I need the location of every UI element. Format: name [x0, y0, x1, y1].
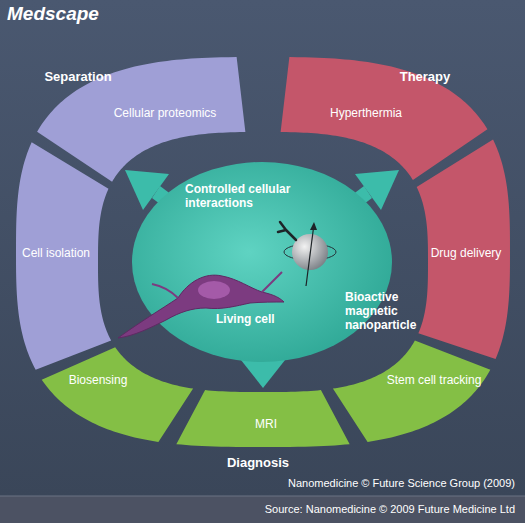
- segment-label: Stem cell tracking: [387, 373, 482, 387]
- source-bar: [0, 496, 525, 523]
- segment-label: MRI: [255, 417, 277, 431]
- hub-heading: Controlled cellular interactions: [185, 182, 325, 210]
- segment-shape: [332, 340, 491, 442]
- group-heading: Diagnosis: [227, 455, 289, 470]
- background-panel: [0, 0, 525, 496]
- segment-label: Cell isolation: [22, 246, 90, 260]
- living-cell: [118, 275, 284, 338]
- segment-fill: [16, 142, 111, 370]
- segment-fill: [333, 341, 490, 442]
- segment-fill: [281, 57, 488, 180]
- spin-axis-head: [310, 222, 317, 230]
- spin-axis: [306, 224, 314, 286]
- group-heading: Separation: [44, 69, 111, 84]
- segment-fill: [37, 57, 245, 182]
- group-heading: Therapy: [400, 69, 451, 84]
- ring-segment: MRI: [176, 390, 350, 447]
- ring-segment: Biosensing: [41, 347, 194, 442]
- segment-label: Biosensing: [69, 373, 128, 387]
- segment-fill: [42, 347, 193, 442]
- source-bar-rule: [0, 496, 525, 497]
- segment-shape: [41, 347, 194, 442]
- cell-filament: [152, 272, 282, 298]
- ring-segment: Drug delivery: [416, 139, 510, 360]
- segment-label: Drug delivery: [431, 246, 502, 260]
- center-hub: Controlled cellular interactionsLiving c…: [95, 145, 430, 395]
- antibody-ligand: [278, 222, 296, 240]
- cell-label: Living cell: [216, 312, 296, 326]
- segment-label: Cellular proteomics: [114, 106, 217, 120]
- segment-fill: [417, 139, 510, 359]
- source-note: Source: Nanomedicine © 2009 Future Medic…: [265, 503, 515, 515]
- hub-disc: [132, 162, 392, 362]
- ring-segment: Stem cell tracking: [332, 340, 491, 442]
- copyright-note: Nanomedicine © Future Science Group (200…: [288, 477, 515, 489]
- cell-nucleus: [198, 281, 230, 299]
- segment-fill: [176, 390, 349, 447]
- segment-label: Hyperthermia: [330, 106, 402, 120]
- publisher-logo: Medscape: [7, 3, 99, 25]
- particle-label: Bioactive magnetic nanoparticle: [345, 290, 419, 332]
- ring-segment: Cell isolation: [16, 142, 112, 370]
